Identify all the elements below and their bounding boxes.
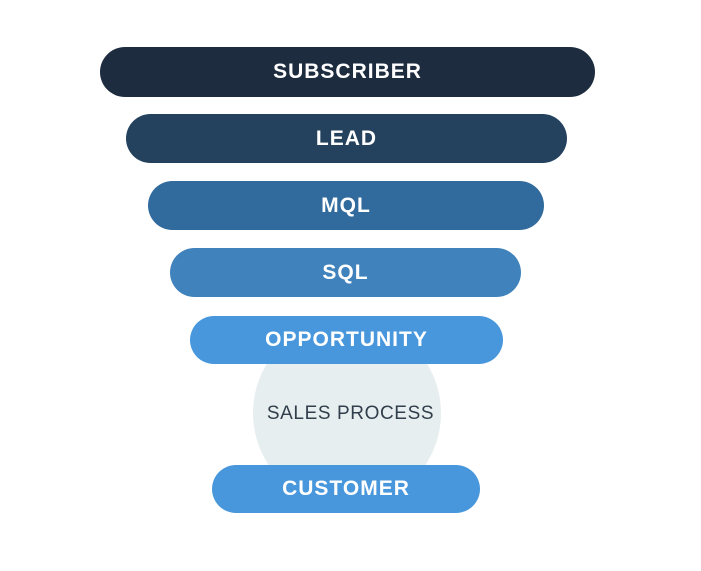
funnel-stage-subscriber: SUBSCRIBER: [100, 47, 595, 97]
sales-process-label: SALES PROCESS: [266, 403, 435, 424]
funnel-stage-label: LEAD: [315, 126, 378, 150]
funnel-stage-label: MQL: [321, 193, 371, 217]
funnel-stage-label: SUBSCRIBER: [273, 60, 422, 83]
funnel-stage-sql: SQL: [170, 248, 521, 297]
funnel-stage-mql: MQL: [148, 181, 544, 230]
funnel-stage-label: OPPORTUNITY: [265, 328, 428, 351]
funnel-stage-label: CUSTOMER: [282, 477, 410, 500]
funnel-stage-customer: CUSTOMER: [212, 465, 480, 513]
funnel-stage-lead: LEAD: [126, 114, 567, 163]
funnel-stage-opportunity: OPPORTUNITY: [190, 316, 503, 364]
funnel-stage-label: SQL: [322, 260, 369, 284]
